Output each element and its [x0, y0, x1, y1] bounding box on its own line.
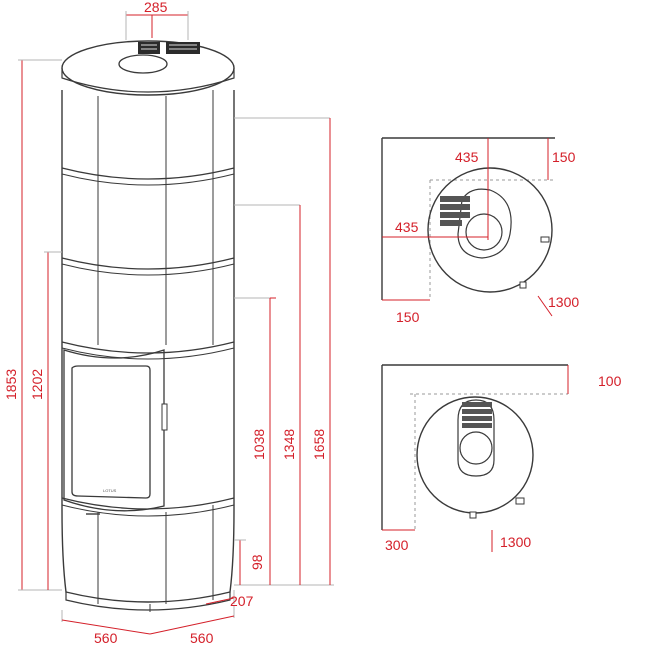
stove-plan-circle-2	[416, 396, 534, 514]
wall-front-clearance: 1300	[500, 534, 531, 550]
dim-outlet-1202: 1202	[29, 369, 45, 400]
wall-installation-plan: 100 300 1300	[381, 364, 622, 553]
dim-outlet-1348: 1348	[281, 429, 297, 460]
stove-front-view: LOTUS	[61, 40, 235, 612]
dim-top-opening: 285	[144, 0, 168, 15]
dim-total-height: 1853	[3, 369, 19, 400]
dim-base-height: 98	[249, 554, 265, 570]
dim-base-depth: 207	[230, 593, 254, 609]
dim-outlet-1038: 1038	[251, 429, 267, 460]
corner-wall-gap-left: 150	[396, 309, 420, 325]
wall-gap-left: 300	[385, 537, 409, 553]
tile-seams	[61, 90, 235, 604]
stove-body-outline	[61, 90, 235, 603]
corner-installation-plan: 435 435 150 150 1300	[381, 137, 579, 325]
stove-plan-circle-1	[427, 167, 553, 293]
door-handle	[161, 403, 168, 431]
dim-footprint-right: 560	[190, 630, 214, 646]
corner-wall-gap-top: 150	[552, 149, 576, 165]
plan-grille-1	[440, 196, 470, 226]
stove-door: LOTUS	[63, 349, 168, 515]
dim-outlet-1658: 1658	[311, 429, 327, 460]
dim-footprint-left: 560	[94, 630, 118, 646]
corner-outlet-y: 435	[455, 149, 479, 165]
wall-gap-top: 100	[598, 373, 622, 389]
door-logo: LOTUS	[103, 488, 117, 493]
top-outlet-grille	[118, 42, 200, 74]
stove-base	[65, 592, 231, 611]
plan-grille-2	[462, 402, 492, 428]
stove-dimension-lines: 285 1853 1202 1038 1348 1658 98 207	[3, 0, 334, 646]
corner-outlet-x: 435	[395, 219, 419, 235]
corner-front-clearance: 1300	[548, 294, 579, 310]
